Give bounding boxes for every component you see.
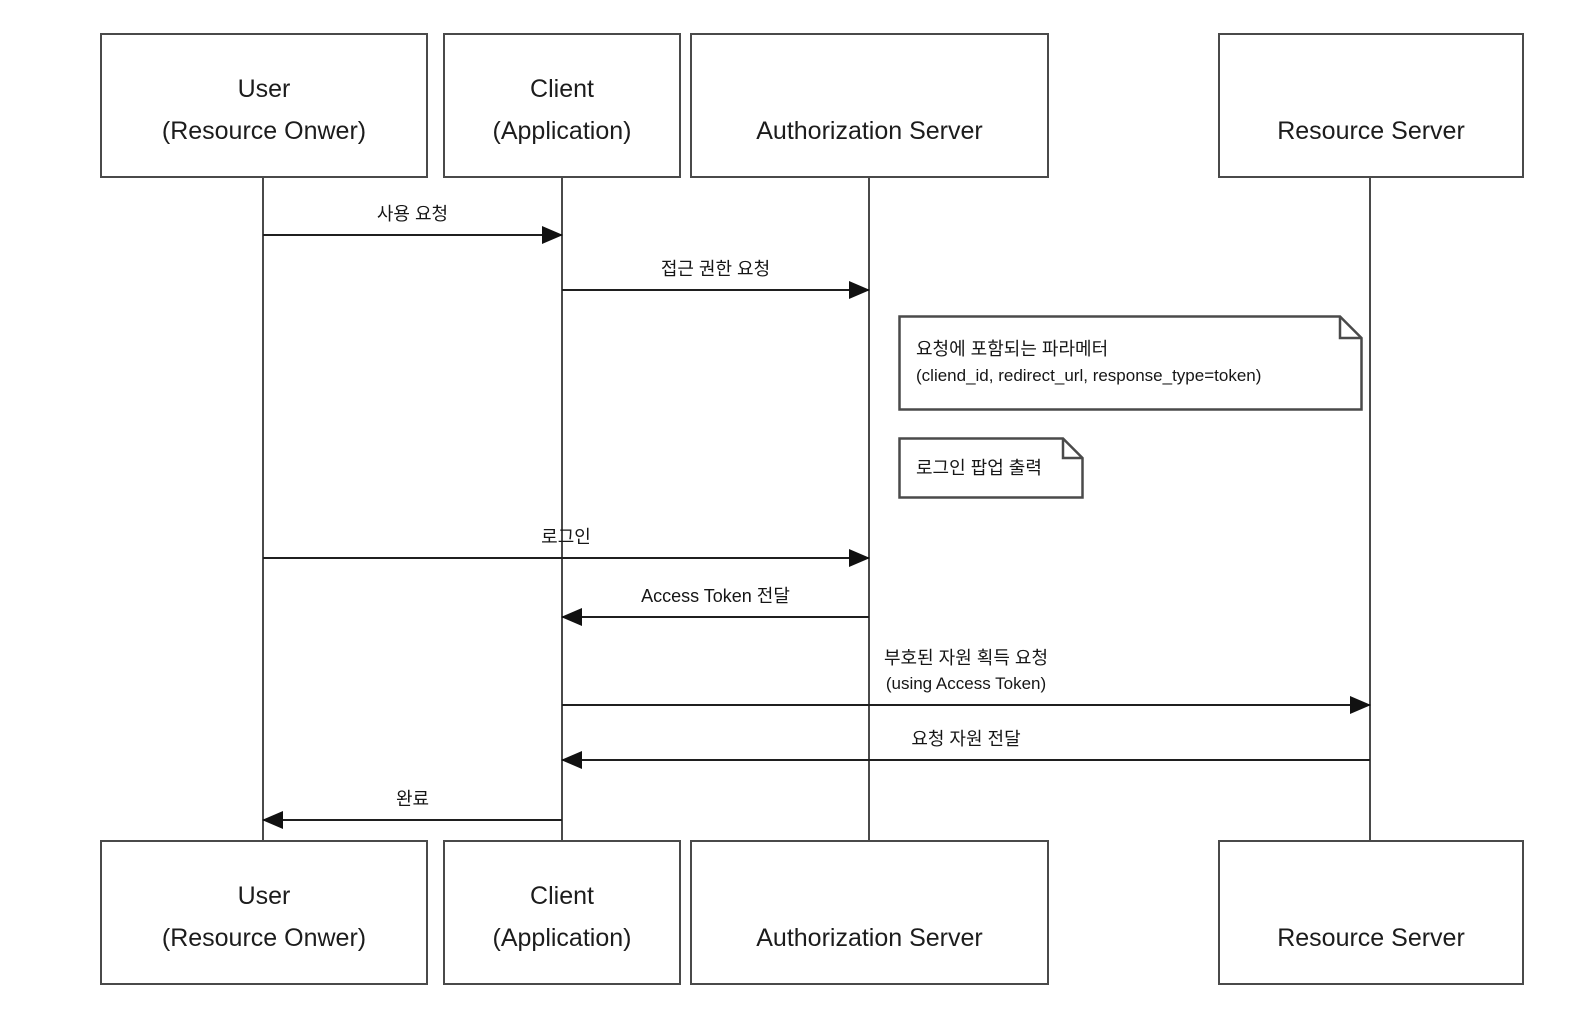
actor-box-resource-server-bottom: Resource Server (1218, 840, 1524, 985)
actor-label: Authorization Server (756, 924, 983, 952)
arrowhead-left-icon (262, 811, 283, 829)
message-access-permission-request: 접근 권한 요청 (562, 259, 870, 299)
arrowhead-left-icon (561, 751, 582, 769)
actor-box-client-bottom: Client (Application) (443, 840, 681, 985)
actor-label: User (237, 75, 291, 103)
message-label: 사용 요청 (376, 204, 449, 224)
message-requested-resource-delivery: 요청 자원 전달 (561, 729, 1370, 769)
message-protected-resource-request: 부호된 자원 획득 요청 (using Access Token) (562, 648, 1371, 714)
message-access-token-delivery: Access Token 전달 (561, 586, 869, 626)
lifeline-resource-server (1369, 178, 1371, 841)
actor-sublabel: (Resource Onwer) (161, 117, 367, 145)
actor-box-client-top: Client (Application) (443, 33, 681, 178)
arrowhead-right-icon (849, 281, 870, 299)
arrowhead-left-icon (561, 608, 582, 626)
lifeline-client (561, 178, 563, 841)
note-text: 요청에 포함되는 파라메터 (cliend_id, redirect_url, … (916, 315, 1353, 411)
arrowhead-right-icon (849, 549, 870, 567)
note-login-popup: 로그인 팝업 출력 (898, 437, 1084, 499)
actor-label: Client (530, 75, 594, 103)
message-label: Access Token 전달 (641, 586, 790, 606)
note-line2: (cliend_id, redirect_url, response_type=… (916, 366, 1262, 385)
message-label: 접근 권한 요청 (660, 259, 771, 279)
lifeline-user (262, 178, 264, 841)
actor-box-resource-server-top: Resource Server (1218, 33, 1524, 178)
note-outline-icon (898, 315, 1363, 411)
note-request-parameters: 요청에 포함되는 파라메터 (cliend_id, redirect_url, … (898, 315, 1363, 411)
actor-sublabel: (Application) (492, 924, 632, 952)
actor-box-user-top: User (Resource Onwer) (100, 33, 428, 178)
note-line1: 요청에 포함되는 파라메터 (916, 339, 1109, 359)
note-outline-icon (898, 437, 1084, 499)
actor-label: User (237, 882, 291, 910)
actor-label: Resource Server (1277, 117, 1465, 145)
lifeline-authorization-server (868, 178, 870, 841)
message-login: 로그인 (263, 527, 870, 567)
actor-label: Authorization Server (756, 117, 983, 145)
actor-box-authorization-server-bottom: Authorization Server (690, 840, 1049, 985)
message-complete: 완료 (262, 789, 562, 829)
actor-label: Resource Server (1277, 924, 1465, 952)
actor-sublabel: (Application) (492, 117, 632, 145)
message-label: 완료 (395, 789, 430, 809)
message-label: 로그인 (541, 527, 591, 547)
note-text: 로그인 팝업 출력 (916, 437, 1074, 499)
message-use-request: 사용 요청 (263, 204, 563, 244)
message-label-line2: (using Access Token) (885, 674, 1047, 693)
message-label: 요청 자원 전달 (911, 729, 1021, 749)
actor-label: Client (530, 882, 594, 910)
actor-box-authorization-server-top: Authorization Server (690, 33, 1049, 178)
arrowhead-right-icon (1350, 696, 1371, 714)
actor-box-user-bottom: User (Resource Onwer) (100, 840, 428, 985)
actor-sublabel: (Resource Onwer) (161, 924, 367, 952)
arrowhead-right-icon (542, 226, 563, 244)
message-label: 부호된 자원 획득 요청 (using Access Token) (562, 645, 1370, 697)
note-line1: 로그인 팝업 출력 (916, 458, 1042, 478)
message-label-line1: 부호된 자원 획득 요청 (883, 648, 1049, 668)
